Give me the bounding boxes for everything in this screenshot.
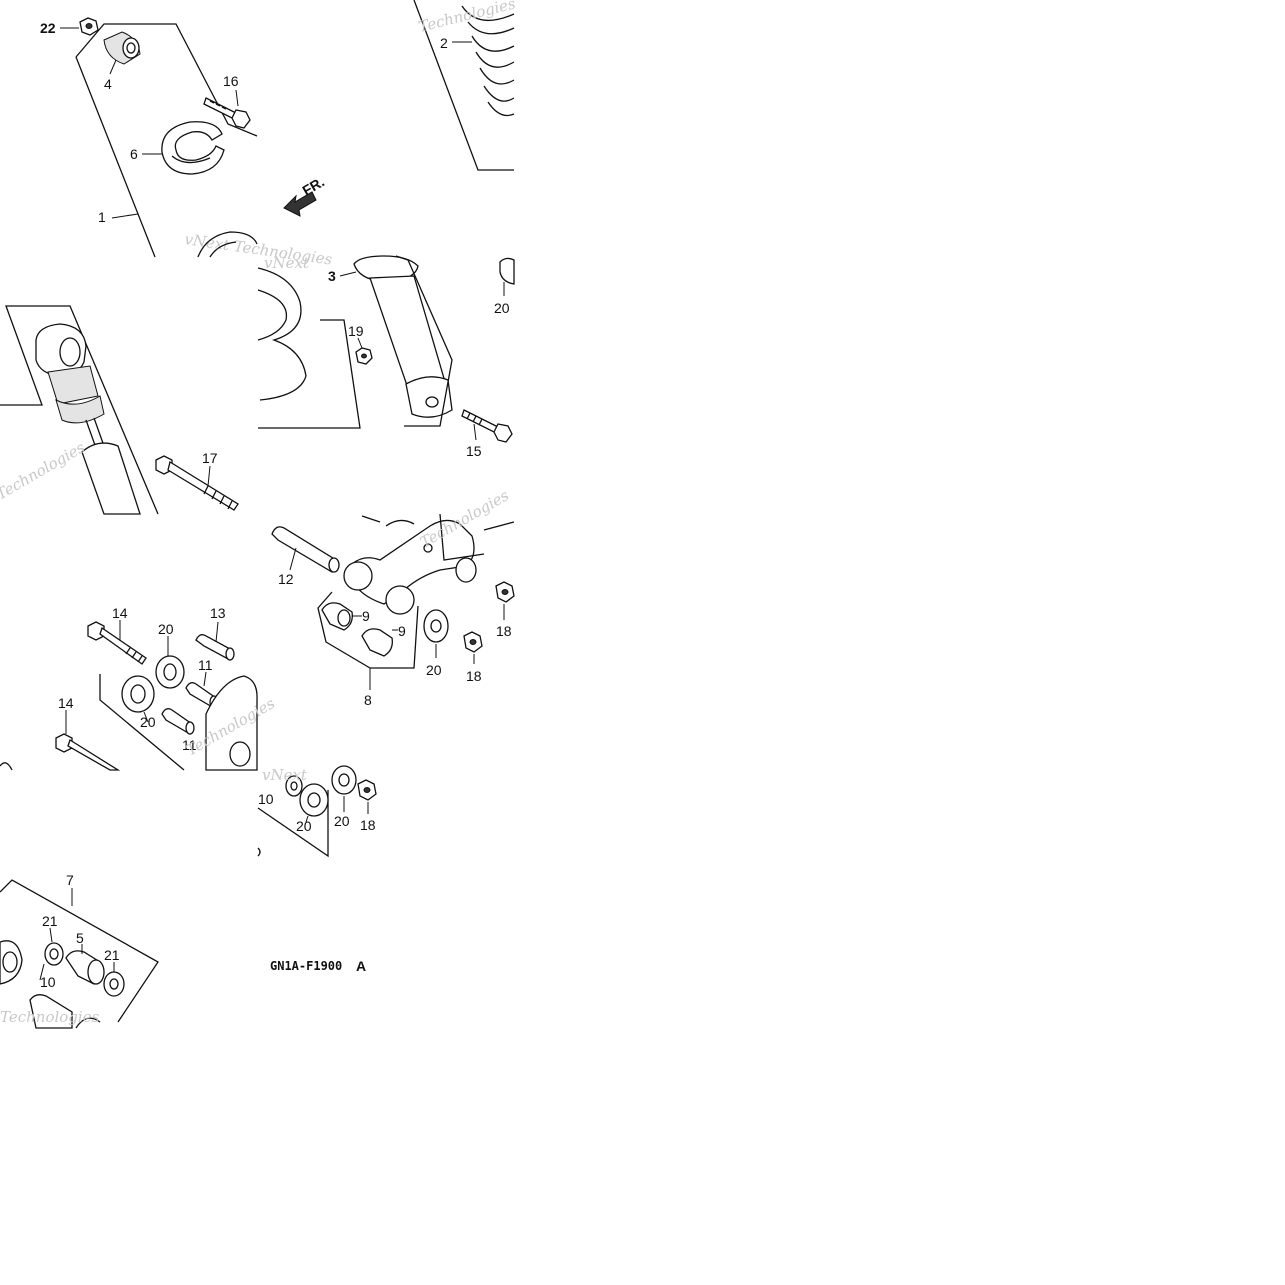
- callout-12: 12: [278, 571, 294, 587]
- watermark-text: Technologies: [0, 438, 88, 503]
- callout-18-a: 18: [496, 623, 512, 639]
- bolt-part-14-lower: [55, 733, 121, 771]
- tile-damper-body: 17 Technologies: [0, 305, 239, 515]
- tile-shock-top: 22 4 16 6 1 vNext Technologies: [40, 17, 334, 269]
- diagram-code-suffix: A: [356, 958, 366, 974]
- diagram-code-text: GN1A-F1900: [270, 959, 342, 973]
- callout-18-c: 18: [360, 817, 376, 833]
- callout-18-b: 18: [466, 668, 482, 684]
- spring-seat-part-6: [161, 121, 225, 175]
- callout-21-a: 21: [42, 913, 58, 929]
- bolt-part-15: [461, 409, 513, 443]
- sleeve-part-13: [195, 634, 235, 661]
- damper-part-3: [353, 255, 453, 418]
- callout-20-a: 20: [158, 621, 174, 637]
- washer-part-10-a: [285, 775, 303, 797]
- callout-20-e: 20: [334, 813, 350, 829]
- nut-part-18-a: [495, 581, 515, 603]
- diagram-code: GN1A-F1900 A: [270, 958, 366, 974]
- sleeve-part-11-lower: [161, 708, 195, 735]
- nut-part-22: [79, 17, 99, 36]
- tile-lower-washers: 10 20 20 18 vNext: [257, 765, 377, 858]
- callout-8: 8: [364, 692, 372, 708]
- seal-part-20-upper: [499, 257, 515, 285]
- callout-10-b: 10: [40, 974, 56, 990]
- watermark-text: vNext Technologies: [183, 230, 333, 269]
- nut-part-18-b: [463, 631, 483, 653]
- spring-part-2: [461, 5, 515, 117]
- tile-cushion-arm: 12 9 9 20 18: [271, 486, 515, 708]
- callout-9-b: 9: [398, 623, 406, 639]
- tile-swingarm-pivot: 7 21 5 21 10 Technologies: [0, 847, 261, 1029]
- callout-7: 7: [66, 872, 74, 888]
- bolt-part-17: [155, 455, 239, 511]
- watermark-text: Technologies: [0, 1008, 100, 1026]
- callout-4: 4: [104, 76, 112, 92]
- callout-15: 15: [466, 443, 482, 459]
- callout-19: 19: [348, 323, 364, 339]
- callout-2: 2: [440, 35, 448, 51]
- sleeve-part-12: [271, 526, 340, 573]
- bushing-part-9-b: [361, 628, 393, 657]
- bolt-part-14-upper: [87, 621, 147, 665]
- callout-6: 6: [130, 146, 138, 162]
- callout-10-a: 10: [258, 791, 274, 807]
- collar-part-5: [65, 950, 105, 985]
- callout-13: 13: [210, 605, 226, 621]
- seal-part-20-c: [423, 609, 449, 643]
- seal-part-20-a: [155, 655, 185, 689]
- seal-part-20-e: [331, 765, 357, 795]
- nut-part-19: [355, 347, 373, 365]
- callout-3: 3: [328, 268, 336, 284]
- callout-16: 16: [223, 73, 239, 89]
- seal-part-20-b: [121, 675, 155, 713]
- callout-11-lower: 11: [182, 737, 197, 753]
- damper-part-1-body: [35, 323, 141, 515]
- cushion-arm-part-8: [343, 519, 477, 615]
- watermark-text: vNext: [264, 254, 310, 272]
- callout-5: 5: [76, 930, 84, 946]
- callout-9-a: 9: [362, 608, 370, 624]
- callout-14-upper: 14: [112, 605, 128, 621]
- seal-part-21-a: [44, 942, 64, 966]
- seal-part-20-d: [299, 783, 329, 817]
- tile-spring: 2 Technologies FR.: [283, 0, 518, 217]
- direction-label: FR.: [300, 173, 328, 198]
- callout-22: 22: [40, 20, 56, 36]
- tile-pivot-parts: 14 20 13 11 20 11: [0, 605, 278, 771]
- washer-part-10-b: [29, 994, 73, 1029]
- watermark-text: vNext: [262, 766, 308, 784]
- callout-1: 1: [98, 209, 106, 225]
- bolt-part-16: [203, 97, 251, 129]
- bushing-part-4: [103, 31, 141, 65]
- front-direction-arrow-icon: FR.: [283, 173, 328, 217]
- callout-17: 17: [202, 450, 218, 466]
- nut-part-18-c: [357, 779, 377, 801]
- callout-20-d: 20: [296, 818, 312, 834]
- bushing-part-9-a: [321, 602, 353, 631]
- callout-20-upper: 20: [494, 300, 510, 316]
- callout-11-upper: 11: [198, 657, 213, 673]
- callout-20-c: 20: [426, 662, 442, 678]
- callout-21-b: 21: [104, 947, 120, 963]
- callout-20-b: 20: [140, 714, 156, 730]
- seal-part-21-b: [103, 971, 125, 997]
- callout-14-lower: 14: [58, 695, 74, 711]
- tile-damper-lower: 3 19 15 20 vNext: [257, 254, 515, 459]
